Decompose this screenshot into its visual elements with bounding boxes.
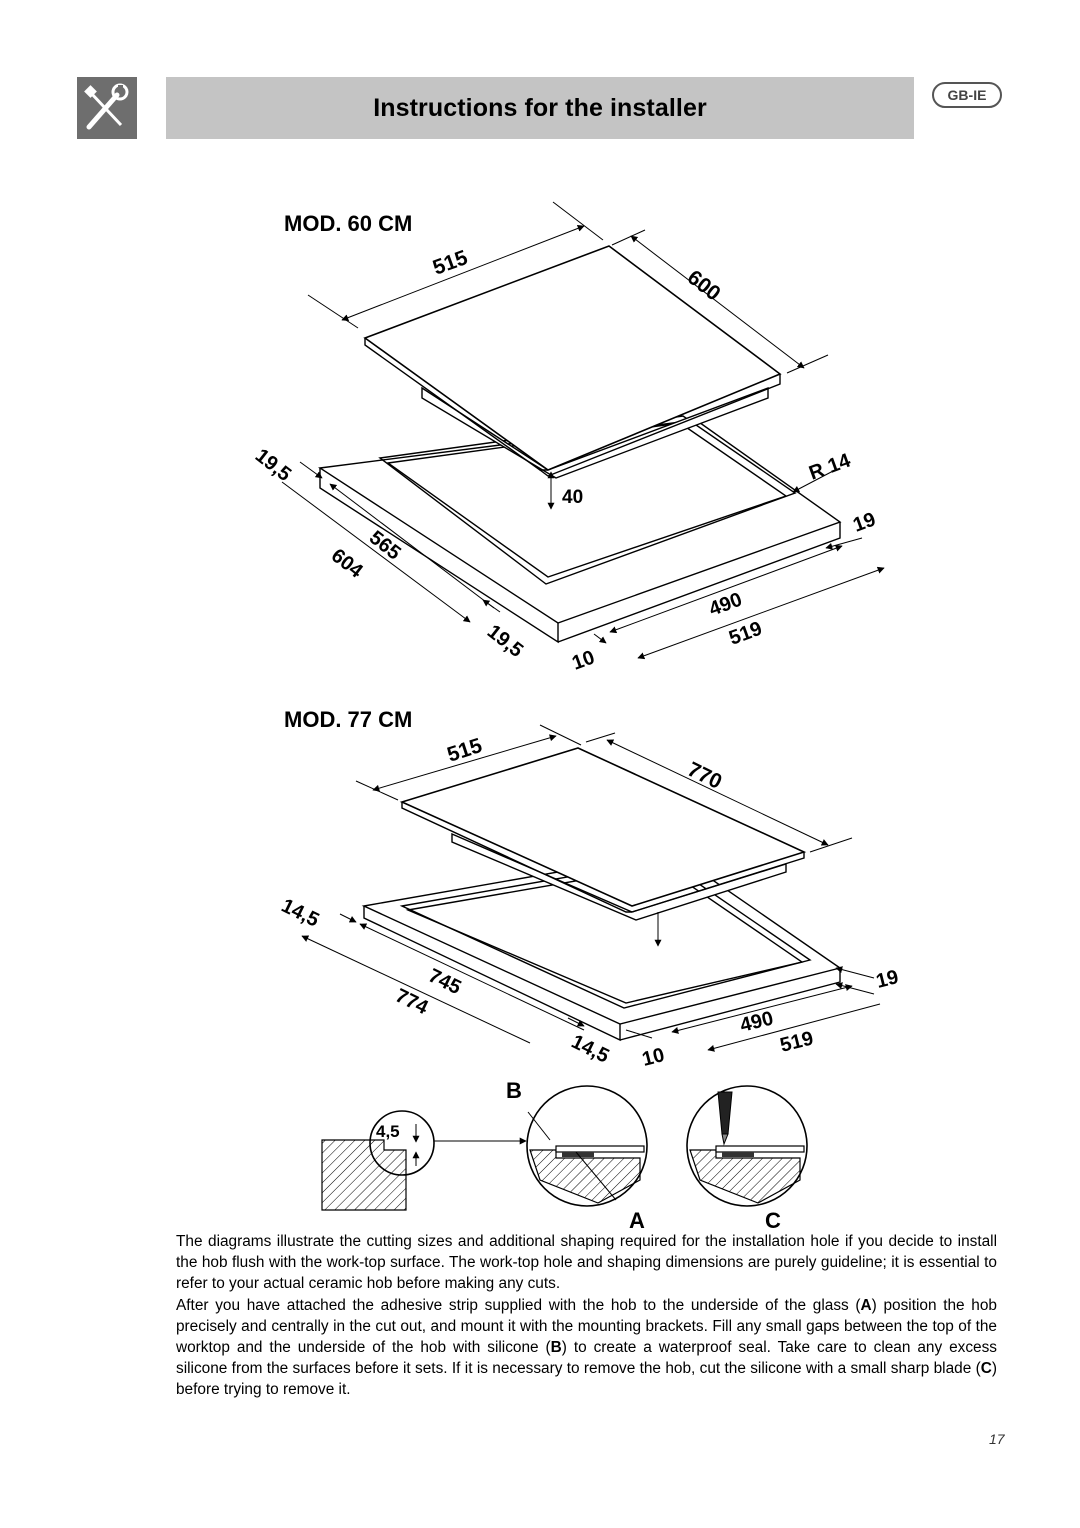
mod77-dim-left-offset-bottom: 14,5	[568, 1031, 613, 1068]
mod77-title: MOD. 77 CM	[284, 707, 412, 732]
mod60-dim-top-depth: 600	[683, 266, 725, 306]
detail-circle-c	[686, 1085, 808, 1207]
mod60-dim-outer-width: 519	[726, 618, 765, 650]
mod60-dim-cut-width: 490	[706, 589, 745, 621]
instruction-text: The diagrams illustrate the cutting size…	[176, 1231, 997, 1401]
paragraph-2-part-4: ) before trying to remove it.	[176, 1360, 997, 1399]
mod60-dim-left-offset-top: 19,5	[251, 445, 295, 486]
label-a: A	[629, 1208, 645, 1230]
mod77-dim-cut-length: 745	[425, 965, 465, 999]
mod60-dim-cut-length: 565	[365, 527, 405, 565]
mod60-dim-top-width: 515	[430, 246, 471, 280]
ref-c: C	[980, 1360, 992, 1378]
label-b: B	[506, 1078, 522, 1103]
mod77-dim-cut-width: 490	[738, 1007, 776, 1036]
detail-step: 4,5	[376, 1122, 400, 1141]
mod77-dim-outer-length: 774	[392, 985, 432, 1020]
mod77-dim-front-gap: 10	[640, 1044, 667, 1071]
mod77-dim-top-width: 515	[444, 734, 485, 767]
mod60-dim-radius: R 14	[806, 449, 854, 484]
paragraph-1: The diagrams illustrate the cutting size…	[176, 1233, 997, 1293]
mod60-diagram: MOD. 60 CM	[251, 201, 885, 675]
mod60-title: MOD. 60 CM	[284, 211, 412, 236]
mod77-dim-top-depth: 770	[684, 758, 726, 794]
installation-diagrams: MOD. 60 CM	[251, 201, 901, 1230]
mod60-dim-side-gap: 19	[850, 508, 878, 536]
mod60-dimension-lines	[281, 201, 885, 660]
paragraph-2-part-1: After you have attached the adhesive str…	[176, 1296, 861, 1314]
header-bar: Instructions for the installer	[166, 77, 914, 139]
mod77-dim-left-offset-top: 14,5	[278, 895, 323, 932]
mod60-dim-left-offset-bottom: 19,5	[483, 621, 527, 662]
paragraph-2: After you have attached the adhesive str…	[176, 1295, 997, 1401]
ref-a: A	[860, 1296, 872, 1314]
mod60-dim-height: 40	[562, 487, 583, 508]
mod77-dim-outer-width: 519	[778, 1027, 816, 1056]
tools-icon	[77, 77, 137, 139]
paragraph-2-part-2: ) position the hob precisely and central…	[176, 1296, 997, 1357]
ref-b: B	[550, 1339, 562, 1357]
mod60-dim-outer-length: 604	[327, 545, 368, 583]
mod60-dim-front-gap: 10	[569, 646, 597, 674]
region-badge: GB-IE	[932, 82, 1002, 108]
page-title: Instructions for the installer	[373, 93, 707, 122]
silicone-detail: 4,5 B A C	[321, 1078, 808, 1230]
mod77-dimension-lines	[301, 724, 881, 1052]
mod77-dim-side-gap: 19	[874, 966, 901, 993]
detail-circle-b	[526, 1085, 648, 1207]
label-c: C	[765, 1208, 781, 1230]
page-number: 17	[989, 1431, 1005, 1447]
mod77-diagram: MOD. 77 CM	[278, 707, 901, 1071]
paragraph-2-part-3: ) to create a waterproof seal. Take care…	[176, 1339, 997, 1378]
